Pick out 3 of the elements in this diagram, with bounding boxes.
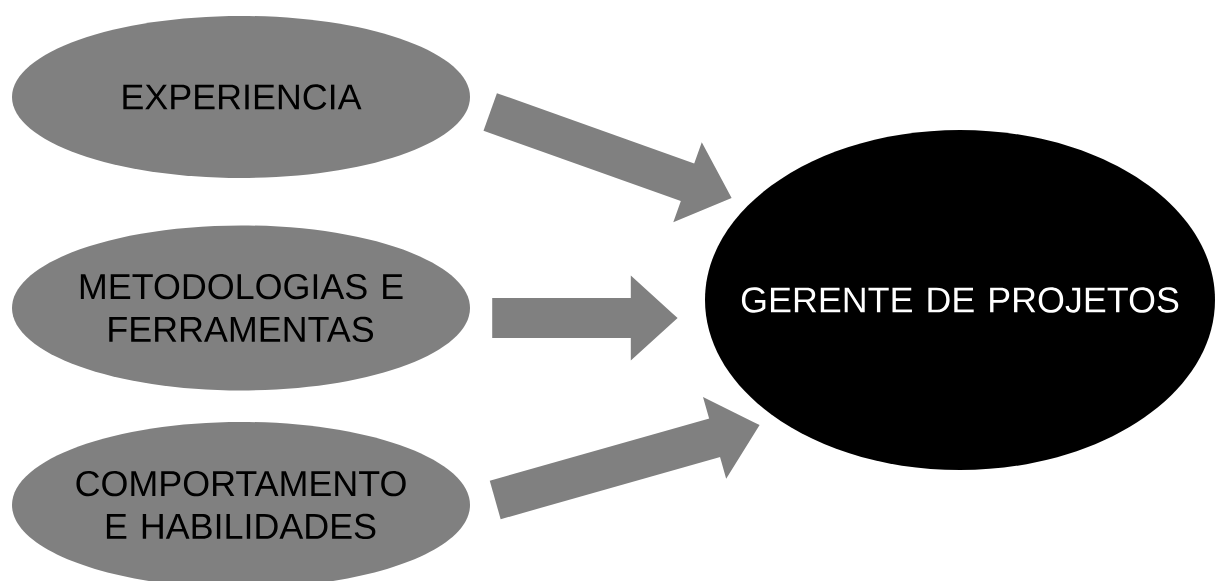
ellipse-node: METODOLOGIAS E FERRAMENTAS [12, 225, 470, 391]
ellipse-node: EXPERIENCIA [12, 16, 470, 178]
ellipse-node: GERENTE DE PROJETOS [705, 130, 1215, 470]
